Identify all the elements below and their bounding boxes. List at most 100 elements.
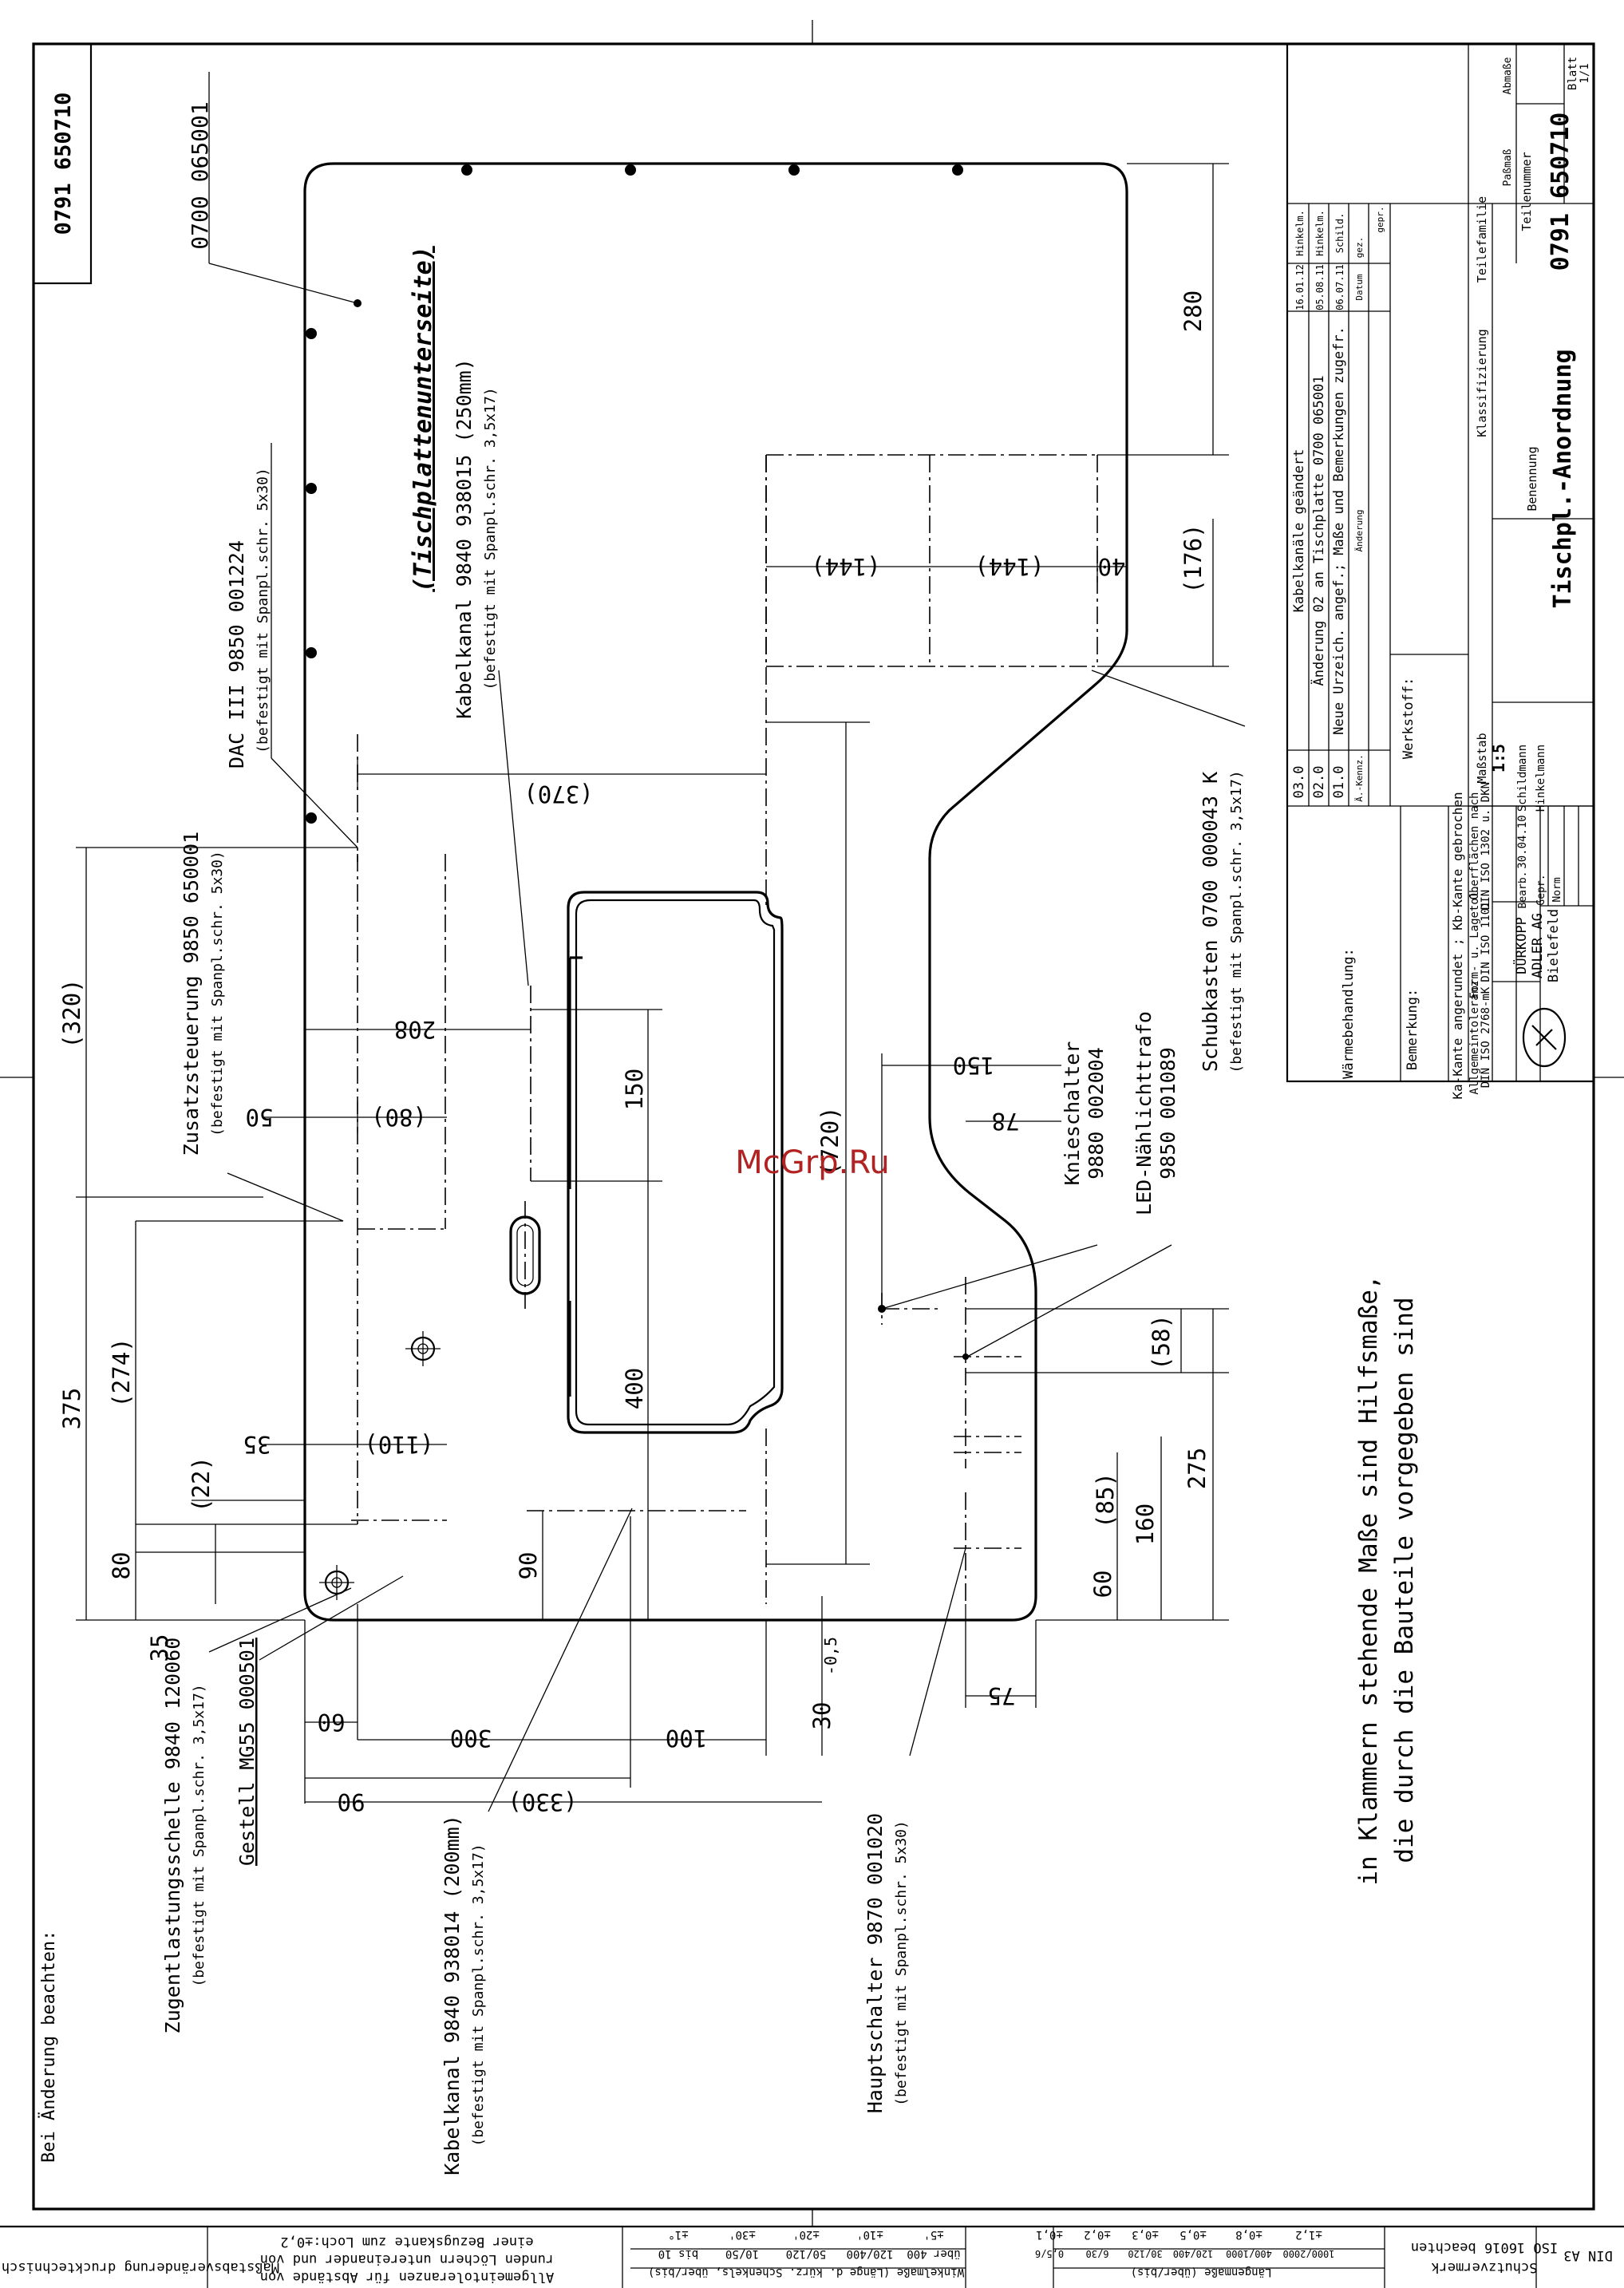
round-hole (405, 1331, 441, 1366)
footer-laengen-title: Längenmaße (über/bis) (1130, 2266, 1271, 2278)
sheet-frame (0, 20, 1624, 2227)
dim-78: 78 (992, 1108, 1020, 1135)
oberfl-label: Oberflächen nach (1468, 792, 1481, 900)
dim-40: 40 (1098, 553, 1126, 580)
footer-laengen-r1: 6/30 (1086, 2248, 1109, 2259)
footer-laengen-r3: 120/400 (1173, 2248, 1214, 2259)
tabletop-outline (303, 162, 1128, 1622)
footer-laengen-t1: ±0,2 (1084, 2228, 1111, 2241)
footer-laengen-t4: ±0,8 (1235, 2228, 1262, 2241)
label-knie-2: 9880 002004 (1085, 1047, 1108, 1180)
label-kabelkanal-250-fix: (befestigt mit Spanpl.schr. 3,5x17) (482, 387, 499, 690)
note-line-1: in Klammern stehende Maße sind Hilfsmaße… (1354, 1274, 1383, 1885)
dim-90b: 90 (338, 1788, 365, 1816)
footer-winkel-r3: 120/400 (846, 2247, 893, 2260)
dim-35b: 35 (146, 1634, 173, 1662)
dim-275: 275 (1183, 1448, 1211, 1489)
company-line-2: ADLER AG (1530, 913, 1546, 978)
footer-massstab: Maßstabsveränderung drucktechnisch bedin… (0, 2259, 279, 2275)
dim-330: (330) (508, 1788, 577, 1816)
footer-winkel-t4: ±5' (923, 2228, 943, 2241)
footer-winkel-t0: ±1° (668, 2228, 688, 2241)
drawing-number-top: 0791 650710 (51, 93, 76, 235)
blatt-label: Blatt (1567, 57, 1579, 90)
footer-laengen-r4: 400/1000 (1226, 2248, 1272, 2259)
teilefamilie-label: Teilefamilie (1475, 196, 1489, 283)
dim-60a: 60 (318, 1709, 346, 1736)
footer-din: DIN A3 (1563, 2247, 1612, 2263)
dim-144a: (144) (811, 553, 880, 580)
formlage-value: DIN ISO 1101 (1480, 901, 1492, 982)
dim-176: (176) (1179, 524, 1207, 593)
footer-laengen-t5: ±1,2 (1295, 2228, 1322, 2241)
massstab-label: Maßstab (1475, 733, 1489, 783)
label-schub-fix: (befestigt mit Spanpl.schr. 3,5x17) (1228, 770, 1245, 1073)
label-zusatz: Zusatzsteuerung 9850 650001 (180, 832, 203, 1156)
label-kabelkanal-200: Kabelkanal 9840 938014 (200mm) (441, 1815, 464, 2175)
kanten-text: Ka-Kante angerundet ; Kb-Kante gebrochen (1450, 792, 1465, 1099)
footer-laengen-r0: 0,5/6 (1035, 2248, 1064, 2259)
center-lines (351, 454, 1098, 1604)
rev-col-date: Datum (1354, 274, 1365, 300)
footer-allg-1: Allgemeintoleranzen für Abstände von (260, 2269, 554, 2285)
dimension-lines (76, 163, 1229, 1804)
label-schub: Schubkasten 0700 000043 K (1199, 772, 1222, 1072)
footer-strip: Maßstabsveränderung drucktechnisch bedin… (0, 2225, 1624, 2288)
label-haupt: Hauptschalter 9870 001020 (863, 1813, 887, 2113)
footer-laengen-r5: 1000/2000 (1282, 2248, 1334, 2259)
dim-22: (22) (188, 1456, 215, 1512)
footer-winkel-r4: über 400 (907, 2247, 960, 2260)
bearb-name: Schildmann (1516, 745, 1529, 812)
gepr-name: Hinkelmann (1535, 745, 1547, 812)
note-line-2: die durch die Bauteile vorgegeben sind (1390, 1297, 1419, 1863)
mounting-holes (306, 164, 963, 824)
rev-02-date: 05.08.11 (1314, 264, 1326, 310)
label-led-2: 9850 001089 (1156, 1047, 1179, 1180)
norm-label: Norm (1551, 877, 1563, 902)
drawing-number-box: 0791 650710 (32, 42, 93, 285)
company-line-3: Bielefeld (1546, 909, 1562, 982)
dim-85: (85) (1092, 1472, 1119, 1528)
footer-winkel-title: Winkelmaße (Länge d. kürz. Schenkels, üb… (648, 2266, 964, 2278)
klassif-label: Klassifizierung (1475, 329, 1489, 437)
dim-208: 208 (394, 1016, 436, 1043)
dim-50: 50 (246, 1104, 274, 1131)
passmass-label: Paßmaß (1502, 148, 1514, 186)
label-zusatz-fix: (befestigt mit Spanpl.schr. 5x30) (209, 851, 226, 1136)
footer-winkel-t1: ±30' (729, 2228, 756, 2241)
slot-hole (509, 1201, 541, 1309)
rev-03-text: Kabelkanäle geändert (1291, 449, 1307, 613)
rev-03-idx: 03.0 (1291, 766, 1307, 799)
footer-laengen-t2: ±0,3 (1132, 2228, 1159, 2241)
footer-winkel-r1: 10/50 (725, 2247, 759, 2260)
dim-58: (58) (1148, 1314, 1175, 1370)
blatt-value: 1/1 (1579, 63, 1591, 83)
dim-150a: 150 (621, 1069, 648, 1110)
rev-02-text: Änderung 02 an Tischplatte 0700 065001 (1310, 376, 1327, 686)
bearb-label: Bearb. (1517, 871, 1529, 909)
footer-winkel-t3: ±10' (856, 2228, 883, 2241)
label-haupt-fix: (befestigt mit Spanpl.schr. 5x30) (893, 1820, 910, 2106)
footer-schutz-2: ISO 16016 beachten (1411, 2239, 1558, 2255)
teilenummer-value: 0791 650710 (1547, 113, 1575, 271)
footer-allg-2: runden Löchern untereinander und von (260, 2251, 554, 2267)
rev-01-text: Neue Urzeich. angef.; Maße und Bemerkung… (1331, 326, 1347, 735)
dim-60b: 60 (1089, 1571, 1116, 1598)
oberfl-value: DIN ISO 1302 u. DKN (1480, 782, 1492, 910)
rev-col-idx: Ä.-Kennz. (1354, 754, 1365, 802)
title-block: 03.0 Kabelkanäle geändert 16.01.12 Hinke… (1286, 42, 1595, 1100)
abmasse-label: Abmaße (1502, 57, 1514, 94)
rev-col-text: Änderung (1354, 510, 1365, 552)
dim-75: 75 (988, 1682, 1016, 1709)
rev-col-check: gepr. (1375, 206, 1385, 232)
footer-winkel-t2: ±20' (792, 2228, 820, 2241)
rev-03-date: 16.01.12 (1294, 264, 1306, 310)
dim-30: 30 (808, 1702, 836, 1730)
rev-02-idx: 02.0 (1311, 766, 1327, 799)
footer-laengen-t3: ±0,5 (1179, 2228, 1207, 2241)
gepr-label: Gepr. (1535, 874, 1547, 905)
werkstoff-label: Werkstoff: (1401, 678, 1417, 759)
dim-100: 100 (666, 1725, 707, 1752)
label-kabelkanal-200-fix: (befestigt mit Spanpl.schr. 3,5x17) (470, 1843, 487, 2146)
dim-320: (320) (58, 978, 85, 1048)
